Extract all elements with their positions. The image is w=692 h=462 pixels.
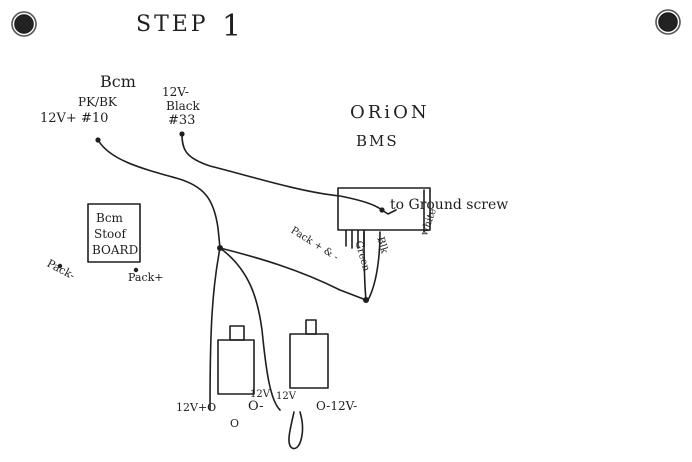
terminal-dot [379,207,385,213]
pack-pos-label: Pack+ [128,271,164,284]
step-number: 1 [222,9,242,44]
relay1-right-label: O- [248,399,264,414]
relay1-top-label: 12V [250,389,270,400]
wire-relay2-loop [288,411,304,450]
board-label-line2: Stoof [94,227,126,241]
orion-title: ORiON [350,102,430,123]
junction-node [363,297,369,303]
wire-bms-black [367,231,381,301]
bcm-wire1-pin: 12V+ #10 [40,111,109,126]
relay-2-tab [305,319,317,335]
binder-hole-left-icon [11,11,37,37]
bcm-wire2-color: Black [166,99,200,113]
wire-bcm-pin33 [181,133,383,211]
junction-node [217,245,223,251]
relay-1-tab [229,325,245,341]
bcm-heading: Bcm [100,72,136,91]
terminal-dot [133,267,139,273]
wire-bcm-pin10 [97,139,221,249]
relay2-top-label: 12V [276,391,296,402]
ground-note: to Ground screw [390,197,509,213]
bcm-wire2-voltage: 12V- [162,85,189,99]
terminal-dot [95,137,101,143]
terminal-dot [179,131,185,137]
relay-1-body [217,339,255,395]
wire-junction-to-bms [219,247,367,301]
wire-junction-to-relay1 [209,247,221,411]
step-heading: STEP [136,12,209,37]
wire-junction-to-relay2 [219,247,281,411]
bcm-wire1-color: PK/BK [78,95,117,109]
relay2-right-label: O-12V- [316,399,358,413]
wire-bms-green [363,231,367,301]
relay-2-body [289,333,329,389]
orion-subtitle: BMS [356,132,399,150]
relay1-bottom-label: O [230,417,240,430]
bcm-wire2-pin: #33 [168,113,196,128]
bcm-stoof-board [87,203,141,263]
relay1-left-label: 12V+O [176,401,217,414]
binder-hole-right-icon [655,9,681,35]
orion-bms-box [337,187,431,231]
board-label-line1: Bcm [96,211,123,225]
terminal-dot [57,263,63,269]
board-label-line3: BOARD [92,243,139,257]
